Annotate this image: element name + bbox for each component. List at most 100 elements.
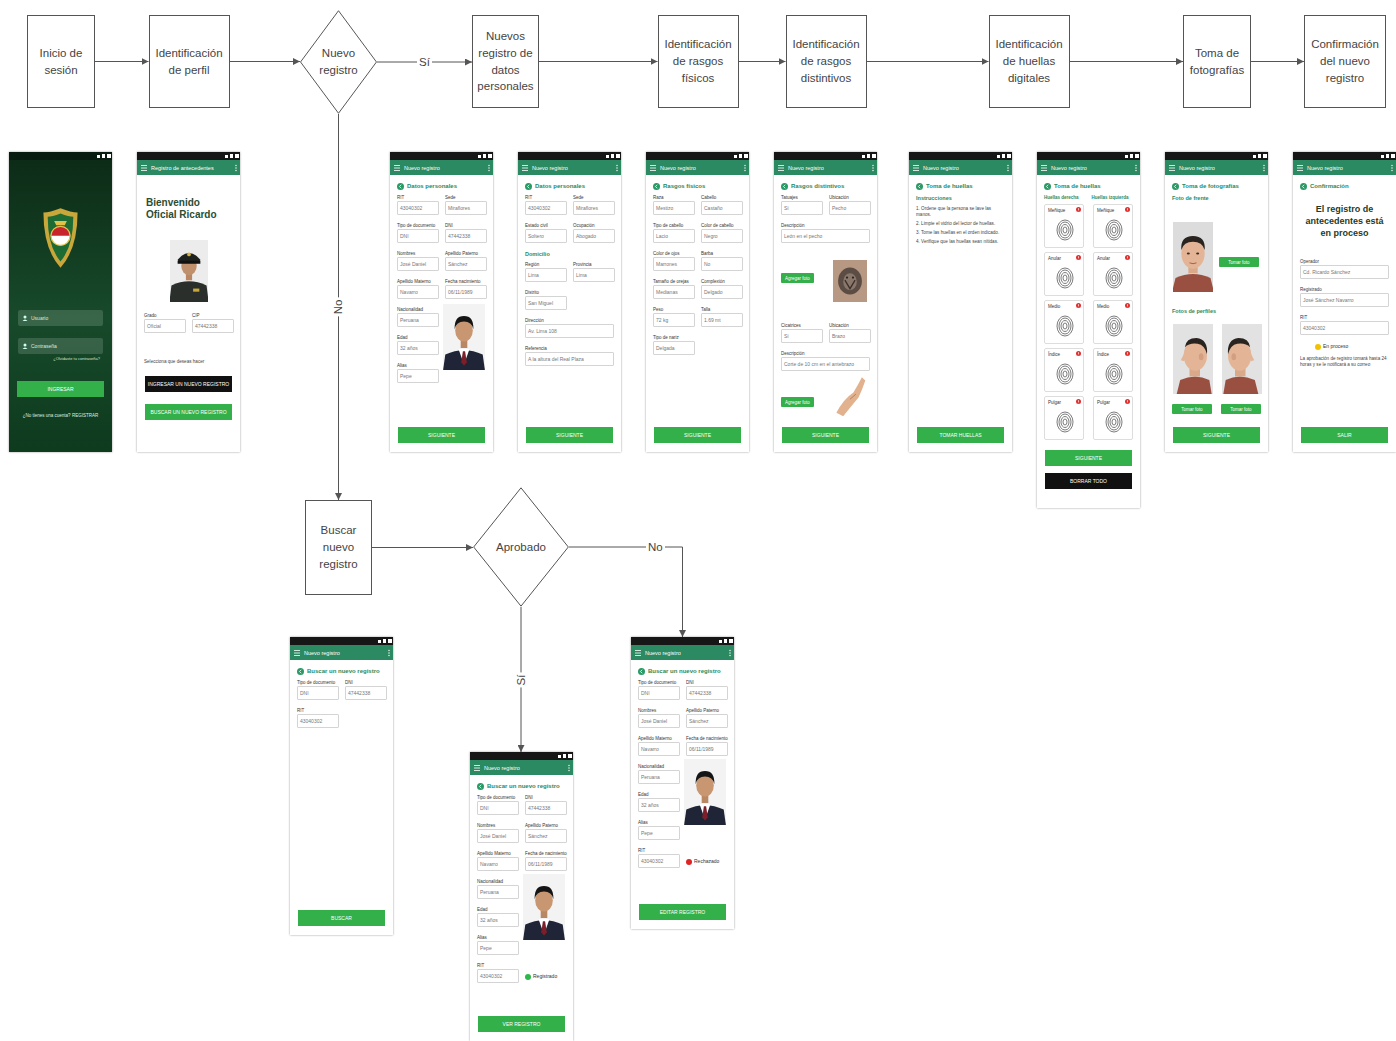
form-row: AliasPepe: [477, 935, 566, 955]
graphic-shape: [653, 183, 660, 190]
graphic-shape: [1253, 155, 1256, 158]
graphic-shape: [1127, 354, 1129, 356]
form-field: Tipo de narizDelgada: [653, 335, 695, 355]
photo-illustration: [1173, 324, 1213, 394]
form-field: NombresJosé Daniel: [477, 823, 519, 843]
spacer: [774, 283, 877, 323]
app-bar: Nuevo registro: [518, 160, 621, 175]
graphic-shape: [616, 169, 617, 170]
graphic-shape: [1386, 154, 1389, 158]
app-bar: Nuevo registro: [646, 160, 749, 175]
status-icons: [733, 153, 749, 159]
app-bar-title: Nuevo registro: [532, 165, 613, 171]
phone-screen: Nuevo registroDatos personalesRIT4304030…: [390, 152, 493, 452]
login-input: Usuario: [18, 310, 103, 326]
graphic-shape: [1135, 154, 1139, 158]
field-value: Navarro: [480, 861, 516, 867]
graphic-shape: [48, 213, 74, 261]
graphic-shape: [474, 765, 480, 770]
input-box: DNI: [397, 229, 439, 243]
form-row: NombresJosé DanielApellido PaternoSánche…: [397, 251, 486, 271]
fingerprint-icon: [1056, 315, 1074, 337]
form-field: RIT43040302: [397, 195, 439, 215]
input-box: Delgada: [653, 341, 695, 355]
spacer: [9, 326, 112, 338]
graphic-shape: [1106, 412, 1122, 432]
field-label: Sede: [573, 195, 615, 201]
graphic-shape: [1125, 351, 1130, 356]
graphic-shape: [488, 154, 492, 158]
app-bar-title: Nuevo registro: [404, 165, 485, 171]
graphic-shape: [1185, 338, 1207, 354]
graphic-shape: [1391, 169, 1392, 170]
more-icon: [613, 164, 621, 172]
field-value: 43040302: [1303, 325, 1386, 331]
graphic-shape: [235, 169, 236, 170]
action-button: BUSCAR: [298, 910, 385, 926]
field-value: Pecho: [832, 205, 868, 211]
input-box: Medianas: [653, 285, 695, 299]
graphic-shape: [230, 154, 233, 158]
field-label: Operador: [1300, 259, 1389, 265]
graphic-shape: [455, 316, 474, 329]
input-box: 06/11/1989: [525, 857, 567, 871]
graphic-shape: [235, 167, 236, 168]
box-label: Identificación de perfil: [154, 45, 225, 78]
column-header: Huellas derecha: [1044, 195, 1086, 201]
graphic-shape: [1106, 220, 1122, 240]
field-value: Lima: [576, 272, 612, 278]
app-bar-title: Nuevo registro: [660, 165, 741, 171]
graphic-shape: [1059, 366, 1071, 382]
graphic-shape: [1125, 303, 1130, 308]
graphic-shape: [1076, 303, 1081, 308]
field-value: Delgada: [656, 345, 692, 351]
graphic-shape: [1108, 222, 1120, 238]
graphic-shape: [1076, 351, 1081, 356]
graphic-shape: [1315, 344, 1321, 350]
graphic-shape: [388, 639, 392, 643]
form-row: ReferenciaA la altura del Real Plaza: [525, 346, 614, 366]
graphic-shape: [724, 639, 727, 643]
input-box: Av. Lima 108: [525, 324, 614, 338]
graphic-shape: [443, 304, 485, 370]
status-icons: [377, 638, 393, 644]
graphic-shape: [1078, 306, 1080, 308]
graphic-shape: [1222, 324, 1262, 394]
fingerprint-card: Índice: [1093, 348, 1133, 392]
graphic-shape: [1106, 364, 1122, 384]
form-field: Color de ojosMarrones: [653, 251, 695, 271]
register-link: ¿No tienes una cuenta? REGISTRAR: [9, 413, 112, 419]
field-label: Color de ojos: [653, 251, 695, 257]
graphic-shape: [1061, 273, 1069, 284]
spacer: [137, 341, 240, 359]
graphic-shape: [1258, 154, 1261, 158]
graphic-shape: [1106, 316, 1122, 336]
input-box: 32 años: [638, 798, 680, 812]
input-box: 43040302: [297, 714, 339, 728]
graphic-shape: [388, 652, 389, 653]
fingerprint-icon: [1056, 411, 1074, 433]
graphic-shape: [1061, 225, 1069, 236]
photo-button: Tomar foto: [1172, 404, 1212, 414]
graphic-shape: [1127, 256, 1128, 258]
form-row: Tipo de documentoDNIDNI47442338: [477, 795, 566, 815]
field-label: Raza: [653, 195, 695, 201]
form-row: DistritoSan Miguel: [525, 290, 614, 310]
graphic-shape: [297, 668, 304, 675]
section-title-text: Toma de huellas: [926, 183, 973, 189]
box-label: Nuevos registro de datos personales: [477, 28, 534, 95]
graphic-shape: [744, 164, 745, 165]
phone-screen: Registro de antecedentesBienvenido Ofici…: [137, 152, 240, 452]
graphic-shape: [783, 184, 785, 188]
form-field: Apellido MaternoNavarro: [477, 851, 519, 871]
input-box: 43040302: [477, 969, 519, 983]
field-value: 43040302: [641, 858, 677, 864]
graphic-shape: [845, 280, 855, 289]
flow-connector: [867, 61, 989, 62]
graphic-shape: [1263, 169, 1264, 170]
status-indicator: Registrado: [525, 973, 557, 980]
form-field: Talla1.69 mt: [701, 307, 743, 327]
status-dot: [525, 974, 531, 980]
form-field: UbicaciónBrazo: [829, 323, 871, 343]
graphic-shape: [1391, 164, 1392, 165]
